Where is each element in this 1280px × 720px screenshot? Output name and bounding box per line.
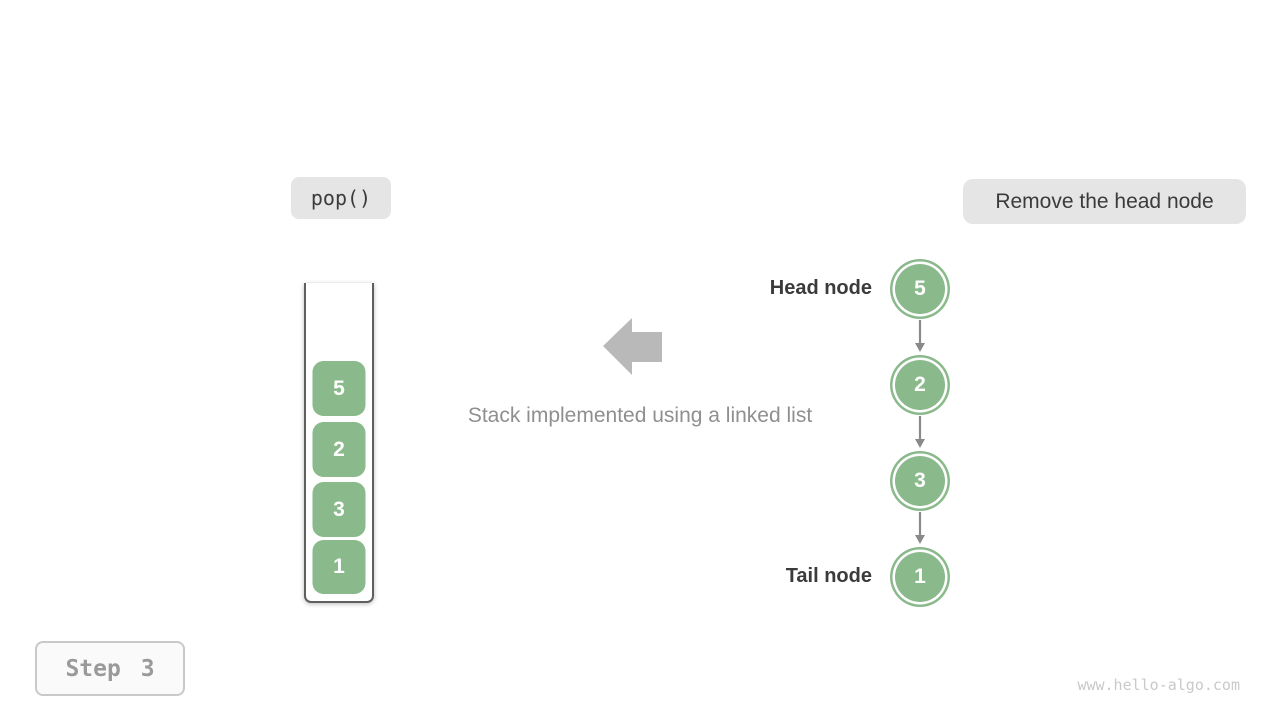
stack-container: 5 2 3 1 bbox=[304, 283, 374, 603]
linked-list-node: 2 bbox=[890, 355, 950, 415]
stack-item: 3 bbox=[312, 482, 366, 537]
linked-list-node: 5 bbox=[890, 259, 950, 319]
linked-list-node: 1 bbox=[890, 547, 950, 607]
stack-item: 1 bbox=[312, 540, 366, 594]
step-badge: Step 3 bbox=[35, 641, 185, 696]
stack-item: 5 bbox=[312, 361, 366, 416]
annotation-label: Remove the head node bbox=[963, 179, 1246, 224]
linked-list-node: 3 bbox=[890, 451, 950, 511]
watermark: www.hello-algo.com bbox=[1077, 676, 1240, 694]
node-value: 1 bbox=[895, 552, 945, 602]
left-arrow-icon bbox=[603, 318, 662, 375]
node-connector-arrows bbox=[915, 320, 925, 544]
node-value: 2 bbox=[895, 360, 945, 410]
operation-label: pop() bbox=[291, 177, 391, 219]
head-node-label: Head node bbox=[769, 277, 872, 299]
node-value: 3 bbox=[895, 456, 945, 506]
stack-item: 2 bbox=[312, 422, 366, 477]
node-value: 5 bbox=[895, 264, 945, 314]
tail-node-label: Tail node bbox=[785, 565, 872, 587]
caption-text: Stack implemented using a linked list bbox=[467, 404, 813, 427]
